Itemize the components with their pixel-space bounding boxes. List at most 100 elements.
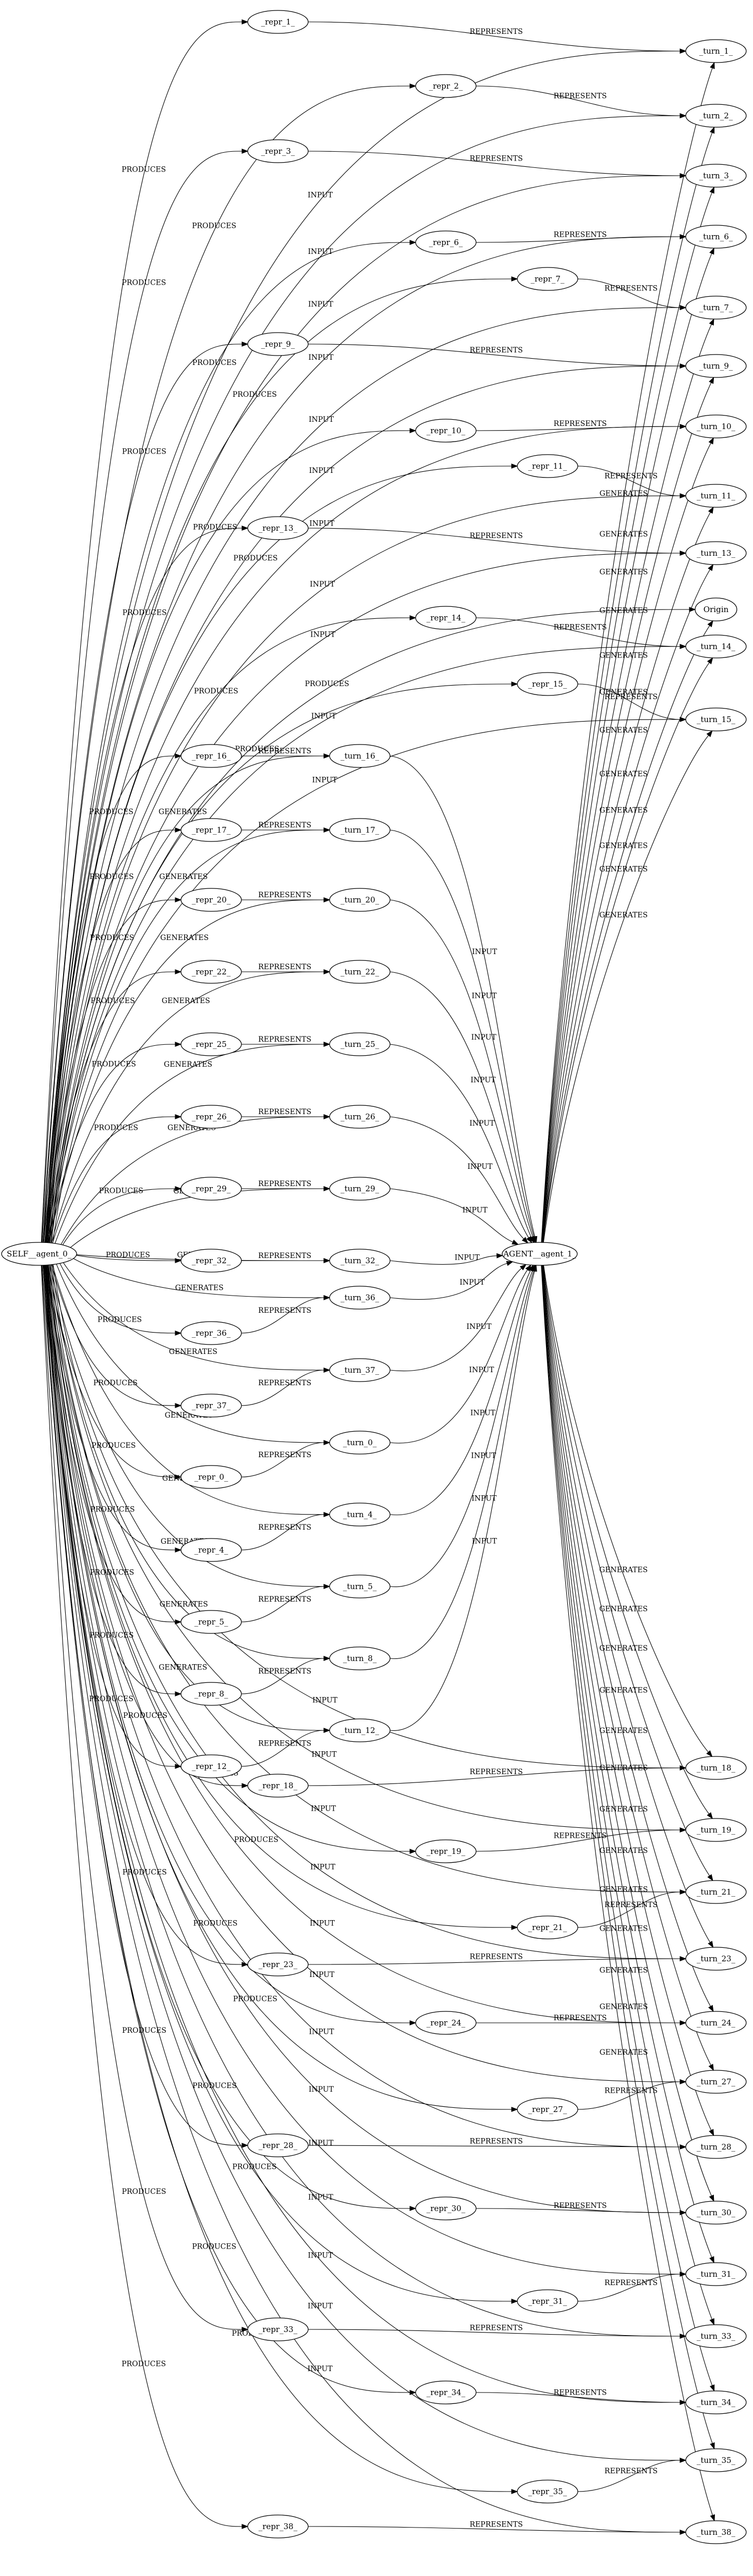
node-r18[interactable]: _repr_18_ (247, 1774, 309, 1798)
node-t21[interactable]: _turn_21_ (685, 1880, 747, 1904)
edge-label: GENERATES (599, 651, 648, 660)
node-r2[interactable]: _repr_2_ (415, 74, 477, 98)
node-ellipse (247, 2133, 309, 2157)
node-t16[interactable]: _turn_16_ (329, 744, 391, 768)
edge-self-t21: INPUT (50, 1264, 687, 1895)
edge-label: GENERATES (159, 873, 208, 881)
node-r36[interactable]: _repr_36_ (180, 1321, 242, 1345)
node-t6[interactable]: _turn_6_ (685, 225, 747, 249)
node-t18[interactable]: _turn_18_ (685, 1756, 747, 1780)
node-r7[interactable]: _repr_7_ (517, 267, 578, 291)
node-t19[interactable]: _turn_19_ (685, 1818, 747, 1842)
node-r38[interactable]: _repr_38_ (247, 2514, 309, 2538)
node-r0[interactable]: _repr_0_ (180, 1465, 242, 1489)
edge-line (476, 1829, 681, 1852)
node-t36[interactable]: _turn_36_ (329, 1286, 391, 1310)
node-r31[interactable]: _repr_31_ (517, 2289, 578, 2313)
node-r34[interactable]: _repr_34_ (415, 2380, 477, 2404)
node-r27[interactable]: _repr_27_ (517, 2097, 578, 2121)
node-r8[interactable]: _repr_8_ (180, 1682, 242, 1706)
node-r12[interactable]: _repr_12_ (180, 1754, 242, 1778)
node-t17[interactable]: _turn_17_ (329, 818, 391, 842)
node-r4[interactable]: _repr_4_ (180, 1538, 242, 1562)
node-r25[interactable]: _repr_25_ (180, 1032, 242, 1056)
node-t29[interactable]: _turn_29_ (329, 1177, 391, 1201)
node-r11[interactable]: _repr_11_ (517, 454, 578, 478)
node-t14[interactable]: _turn_14_ (685, 634, 747, 658)
node-r5[interactable]: _repr_5_ (180, 1610, 242, 1634)
node-t5[interactable]: _turn_5_ (329, 1574, 391, 1598)
node-ellipse (415, 2380, 477, 2404)
node-t26[interactable]: _turn_26_ (329, 1105, 391, 1129)
node-r28[interactable]: _repr_28_ (247, 2133, 309, 2157)
node-r33[interactable]: _repr_33_ (247, 2317, 309, 2341)
node-self[interactable]: SELF__agent_0_ (1, 1242, 77, 1266)
node-r16[interactable]: _repr_16_ (180, 744, 242, 768)
arrowhead (709, 126, 715, 134)
node-r35[interactable]: _repr_35_ (517, 2480, 578, 2504)
node-t9[interactable]: _turn_9_ (685, 354, 747, 378)
node-t31[interactable]: _turn_31_ (685, 2262, 747, 2286)
node-r6[interactable]: _repr_6_ (415, 230, 477, 254)
node-t28[interactable]: _turn_28_ (685, 2135, 747, 2159)
node-r3[interactable]: _repr_3_ (247, 139, 309, 163)
edge-agent-t9: GENERATES (541, 376, 714, 1243)
edge-line (542, 1265, 710, 1876)
node-origin[interactable]: Origin (695, 597, 737, 621)
node-r1[interactable]: _repr_1_ (247, 10, 309, 34)
node-r17[interactable]: _repr_17_ (180, 818, 242, 842)
arrowhead (241, 1783, 249, 1788)
node-t37[interactable]: _turn_37_ (329, 1358, 391, 1382)
edge-line (44, 278, 512, 1243)
node-r32[interactable]: _repr_32_ (180, 1249, 242, 1273)
node-t8[interactable]: _turn_8_ (329, 1646, 391, 1670)
node-t32[interactable]: _turn_32_ (329, 1249, 391, 1273)
node-t7[interactable]: _turn_7_ (685, 296, 747, 320)
node-r21[interactable]: _repr_21_ (517, 1915, 578, 1939)
arrowhead (323, 1584, 331, 1589)
node-t24[interactable]: _turn_24_ (685, 2011, 747, 2035)
node-t34[interactable]: _turn_34_ (685, 2390, 747, 2414)
node-t15[interactable]: _turn_15_ (685, 707, 747, 731)
edge-label: REPRESENTS (470, 28, 523, 36)
node-t2[interactable]: _turn_2_ (685, 104, 747, 128)
node-t27[interactable]: _turn_27_ (685, 2070, 747, 2094)
node-t33[interactable]: _turn_33_ (685, 2324, 747, 2348)
edge-r17-t17: REPRESENTS (241, 821, 331, 833)
node-t13[interactable]: _turn_13_ (685, 541, 747, 565)
node-t3[interactable]: _turn_3_ (685, 164, 747, 188)
node-t22[interactable]: _turn_22_ (329, 960, 391, 984)
node-t4[interactable]: _turn_4_ (329, 1503, 391, 1527)
node-t0[interactable]: _turn_0_ (329, 1431, 391, 1455)
node-r24[interactable]: _repr_24_ (415, 2011, 477, 2035)
edge-agent-t38: GENERATES (541, 1265, 715, 2522)
node-r15[interactable]: _repr_15_ (517, 672, 578, 696)
node-r26[interactable]: _repr_26_ (180, 1105, 242, 1129)
node-t23[interactable]: _turn_23_ (685, 1947, 747, 1971)
edge-r3-t3: REPRESENTS (308, 151, 687, 178)
node-r9[interactable]: _repr_9_ (247, 332, 309, 356)
node-r22[interactable]: _repr_22_ (180, 960, 242, 984)
node-agent[interactable]: AGENT__agent_1_ (502, 1242, 578, 1266)
node-t10[interactable]: _turn_10_ (685, 414, 747, 438)
node-r13[interactable]: _repr_13_ (247, 516, 309, 540)
arrowhead (323, 1186, 331, 1191)
node-t30[interactable]: _turn_30_ (685, 2201, 747, 2225)
node-t35[interactable]: _turn_35_ (685, 2448, 747, 2472)
node-t11[interactable]: _turn_11_ (685, 484, 747, 508)
node-t20[interactable]: _turn_20_ (329, 888, 391, 912)
node-r37[interactable]: _repr_37_ (180, 1394, 242, 1418)
node-r19[interactable]: _repr_19_ (415, 1839, 477, 1863)
node-t38[interactable]: _turn_38_ (685, 2520, 747, 2544)
edge-line (43, 829, 176, 1243)
node-r14[interactable]: _repr_14_ (415, 606, 477, 630)
node-t25[interactable]: _turn_25_ (329, 1032, 391, 1056)
node-ellipse (685, 2011, 747, 2035)
node-t12[interactable]: _turn_12_ (329, 1718, 391, 1742)
node-r30[interactable]: _repr_30_ (415, 2196, 477, 2220)
node-r10[interactable]: _repr_10_ (415, 419, 477, 443)
node-r29[interactable]: _repr_29_ (180, 1177, 242, 1201)
node-r20[interactable]: _repr_20_ (180, 888, 242, 912)
node-r23[interactable]: _repr_23_ (247, 1952, 309, 1976)
node-t1[interactable]: _turn_1_ (685, 39, 747, 63)
